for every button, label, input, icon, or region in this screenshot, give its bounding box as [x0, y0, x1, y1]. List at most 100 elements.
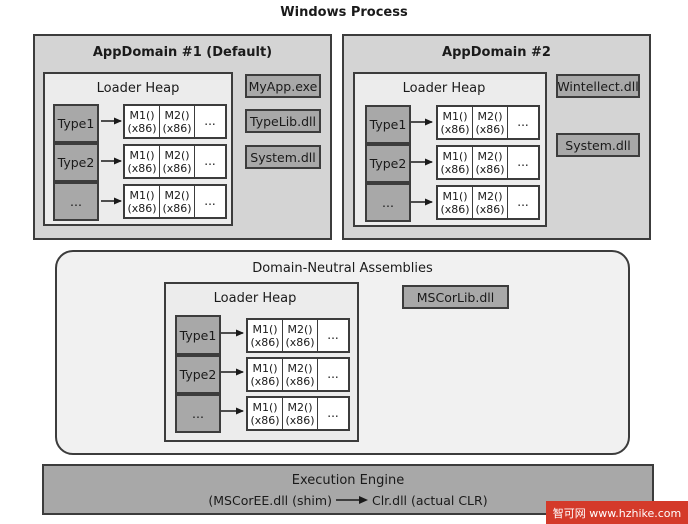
method-arch: (x86)	[250, 374, 280, 388]
method-name: M2()	[287, 400, 313, 414]
domain-neutral-title: Domain-Neutral Assemblies	[252, 261, 433, 276]
method-name: M2()	[477, 149, 503, 163]
method-name: M1()	[252, 322, 278, 336]
method-table: M1()(x86) M2()(x86) ...	[123, 144, 227, 179]
type-box: Type2	[53, 143, 99, 182]
type-box: Type1	[53, 104, 99, 143]
type-box: Type1	[365, 105, 411, 144]
shim-to-clr-arrow-icon	[335, 496, 368, 504]
method-m2-cell: M2()(x86)	[160, 106, 195, 137]
watermark-badge: 智可网 www.hzhike.com	[546, 501, 688, 524]
method-more-cell: ...	[204, 194, 216, 208]
method-table: M1()(x86) M2()(x86) ...	[436, 145, 540, 180]
method-m2-cell: M2()(x86)	[473, 107, 508, 138]
loader-heap-2-title: Loader Heap	[402, 81, 486, 96]
method-table: M1()(x86) M2()(x86) ...	[246, 318, 350, 353]
method-table: M1()(x86) M2()(x86) ...	[123, 104, 227, 139]
method-name: M1()	[129, 188, 155, 202]
appdomain-1-title: AppDomain #1 (Default)	[92, 45, 273, 60]
clr-label: Clr.dll (actual CLR)	[371, 492, 488, 508]
method-more-cell: ...	[204, 114, 216, 128]
method-m1-cell: M1()(x86)	[125, 106, 160, 137]
method-m2-cell: M2()(x86)	[473, 147, 508, 178]
method-name: M2()	[477, 109, 503, 123]
loader-heap-neutral-title: Loader Heap	[213, 291, 297, 306]
loader-heap-2: Loader Heap Type1 Type2 ... M1()(x86) M2…	[353, 72, 547, 227]
method-arch: (x86)	[127, 201, 157, 215]
method-arch: (x86)	[285, 374, 315, 388]
assembly-typelib: TypeLib.dll	[245, 109, 321, 133]
method-arch: (x86)	[162, 121, 192, 135]
assembly-system-2: System.dll	[556, 133, 640, 157]
method-more-cell: ...	[517, 195, 529, 209]
method-m2-cell: M2()(x86)	[473, 187, 508, 218]
type-box: ...	[53, 182, 99, 221]
method-arch: (x86)	[250, 413, 280, 427]
method-m1-cell: M1()(x86)	[438, 107, 473, 138]
type-box: Type2	[365, 144, 411, 183]
method-more-cell: ...	[204, 154, 216, 168]
assembly-system: System.dll	[245, 145, 321, 169]
method-table: M1()(x86) M2()(x86) ...	[436, 185, 540, 220]
method-name: M2()	[287, 361, 313, 375]
method-arch: (x86)	[440, 122, 470, 136]
method-arch: (x86)	[440, 202, 470, 216]
shim-label: (MSCorEE.dll (shim)	[208, 492, 332, 508]
method-more-cell: ...	[517, 115, 529, 129]
method-m1-cell: M1()(x86)	[125, 146, 160, 177]
method-table: M1()(x86) M2()(x86) ...	[246, 357, 350, 392]
method-table: M1()(x86) M2()(x86) ...	[246, 396, 350, 431]
assembly-mscorlib: MSCorLib.dll	[402, 285, 509, 309]
method-more-cell: ...	[327, 367, 339, 381]
method-name: M2()	[477, 189, 503, 203]
appdomain-1: AppDomain #1 (Default) Loader Heap Type1…	[33, 34, 332, 240]
type-box: Type2	[175, 355, 221, 394]
method-name: M1()	[442, 109, 468, 123]
method-more-cell: ...	[327, 328, 339, 342]
method-name: M2()	[164, 188, 190, 202]
method-name: M1()	[129, 108, 155, 122]
execution-engine-subtitle: (MSCorEE.dll (shim) Clr.dll (actual CLR)	[44, 491, 652, 509]
method-name: M2()	[287, 322, 313, 336]
method-m1-cell: M1()(x86)	[438, 187, 473, 218]
method-name: M1()	[252, 361, 278, 375]
type-box: Type1	[175, 315, 221, 355]
method-arch: (x86)	[475, 162, 505, 176]
type-box: ...	[175, 394, 221, 433]
method-arch: (x86)	[440, 162, 470, 176]
method-arch: (x86)	[162, 201, 192, 215]
execution-engine-title: Execution Engine	[291, 473, 405, 488]
method-name: M1()	[442, 149, 468, 163]
domain-neutral-assemblies: Domain-Neutral Assemblies Loader Heap Ty…	[55, 250, 630, 455]
method-arch: (x86)	[285, 335, 315, 349]
method-m1-cell: M1()(x86)	[248, 359, 283, 390]
method-table: M1()(x86) M2()(x86) ...	[436, 105, 540, 140]
method-m1-cell: M1()(x86)	[248, 398, 283, 429]
method-m2-cell: M2()(x86)	[283, 398, 318, 429]
appdomain-2-title: AppDomain #2	[442, 45, 551, 60]
method-m2-cell: M2()(x86)	[283, 320, 318, 351]
assembly-wintellect: Wintellect.dll	[556, 74, 640, 98]
method-arch: (x86)	[127, 121, 157, 135]
method-arch: (x86)	[285, 413, 315, 427]
method-name: M2()	[164, 148, 190, 162]
method-arch: (x86)	[162, 161, 192, 175]
method-more-cell: ...	[327, 406, 339, 420]
method-more-cell: ...	[517, 155, 529, 169]
loader-heap-neutral: Loader Heap Type1 Type2 ... M1()(x86) M2…	[164, 282, 359, 442]
method-table: M1()(x86) M2()(x86) ...	[123, 184, 227, 219]
method-arch: (x86)	[475, 122, 505, 136]
assembly-myapp: MyApp.exe	[245, 74, 321, 98]
type-box: ...	[365, 183, 411, 222]
loader-heap-1: Loader Heap Type1 Type2 ... M1()(x86) M2…	[43, 72, 233, 226]
method-m1-cell: M1()(x86)	[125, 186, 160, 217]
method-m1-cell: M1()(x86)	[248, 320, 283, 351]
windows-process-title: Windows Process	[280, 5, 408, 20]
method-name: M1()	[129, 148, 155, 162]
method-m2-cell: M2()(x86)	[160, 146, 195, 177]
loader-heap-1-title: Loader Heap	[96, 81, 180, 96]
method-name: M1()	[442, 189, 468, 203]
method-name: M2()	[164, 108, 190, 122]
method-name: M1()	[252, 400, 278, 414]
